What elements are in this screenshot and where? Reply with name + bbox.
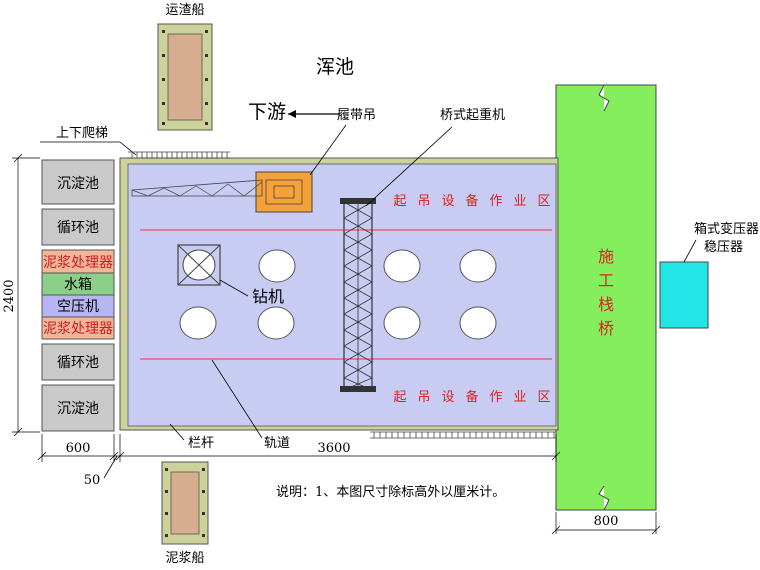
pile-hole — [179, 306, 217, 340]
side-box-8 — [41, 384, 115, 432]
downstream-label: 下游 — [248, 101, 286, 123]
crawler-crane-label: 履带吊 — [337, 108, 376, 123]
trestle-char-1: 施 — [598, 247, 614, 266]
ladder-label: 上下爬梯 — [56, 126, 108, 141]
drill-label: 钻机 — [252, 287, 284, 306]
svg-text:区: 区 — [537, 390, 550, 405]
side-box-label: 沉淀池 — [57, 176, 99, 192]
work-zone-top: 起 吊 设 备 作 业 区 — [393, 193, 550, 209]
dim-trestle — [551, 512, 661, 535]
muck-boat — [157, 23, 213, 131]
side-box-6 — [41, 316, 115, 340]
dim-gap-label: 50 — [84, 473, 101, 488]
transformer-box — [659, 261, 709, 329]
pile-hole — [459, 306, 497, 340]
dim-bottom — [37, 434, 561, 462]
construction-trestle — [555, 84, 657, 511]
dim-height-label: 2400 — [2, 279, 17, 312]
dim-trestle-label: 800 — [594, 514, 619, 529]
side-box-label: 沉淀池 — [57, 401, 99, 417]
svg-text:区: 区 — [537, 194, 550, 209]
crawler-crane — [131, 171, 313, 213]
side-box-label: 泥浆处理器 — [43, 255, 113, 271]
bridge-crane — [340, 198, 376, 392]
side-box-7 — [41, 343, 115, 381]
downstream-arrow — [288, 110, 340, 118]
svg-text:作: 作 — [489, 194, 502, 209]
bottom-ladder-hatch — [370, 431, 556, 439]
side-box-label: 循环池 — [57, 220, 99, 236]
svg-text:起: 起 — [393, 390, 406, 405]
pile-hole — [383, 249, 421, 283]
pile-hole — [257, 306, 295, 340]
work-zone-bottom: 起 吊 设 备 作 业 区 — [393, 389, 550, 405]
svg-text:业: 业 — [513, 390, 526, 405]
transformer-label-1: 箱式变压器 — [694, 221, 759, 237]
muck-boat-label: 运渣船 — [165, 3, 204, 18]
dim-width-left-label: 600 — [66, 441, 91, 456]
pile-holes — [179, 249, 497, 340]
drill-rig — [177, 244, 221, 286]
svg-text:业: 业 — [513, 194, 526, 209]
track-label: 轨道 — [264, 436, 290, 451]
svg-text:吊: 吊 — [417, 390, 430, 405]
trestle-char-4: 桥 — [598, 319, 614, 338]
svg-text:作: 作 — [489, 390, 502, 405]
pile-hole — [258, 249, 296, 283]
trestle-char-2: 工 — [598, 271, 614, 290]
side-box-label: 泥浆处理器 — [43, 321, 113, 337]
side-box-label: 水箱 — [64, 277, 92, 293]
work-platform — [119, 157, 559, 431]
pile-hole — [459, 249, 497, 283]
dim-height — [12, 153, 40, 437]
pile-hole — [383, 306, 421, 340]
side-box-label: 空压机 — [57, 299, 99, 315]
side-box-1 — [41, 159, 115, 205]
top-ladder-hatch — [128, 151, 230, 159]
bridge-crane-label: 桥式起重机 — [440, 107, 505, 123]
mud-boat — [161, 461, 209, 545]
svg-text:吊: 吊 — [417, 194, 430, 209]
side-box-label: 循环池 — [57, 355, 99, 371]
svg-text:备: 备 — [465, 389, 478, 405]
side-box-2 — [41, 208, 115, 246]
mud-boat-label: 泥浆船 — [165, 551, 204, 566]
hun-pool-label: 浑池 — [316, 56, 354, 78]
svg-text:设: 设 — [441, 390, 454, 405]
svg-text:起: 起 — [393, 194, 406, 209]
side-equipment-column — [41, 159, 115, 432]
svg-text:备: 备 — [465, 193, 478, 209]
note-text: 说明：1、本图尺寸除标高外以厘米计。 — [276, 484, 505, 500]
trestle-char-3: 栈 — [598, 295, 614, 314]
dim-main-width-label: 3600 — [317, 441, 350, 456]
transformer-label-2: 稳压器 — [704, 239, 743, 255]
svg-text:设: 设 — [441, 194, 454, 209]
railing-label: 栏杆 — [188, 436, 214, 451]
